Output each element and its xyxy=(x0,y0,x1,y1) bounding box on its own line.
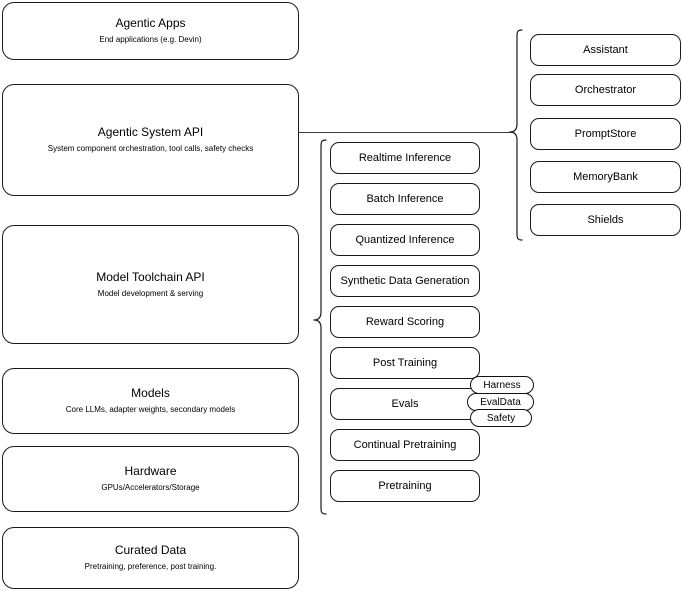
brace-system-components xyxy=(509,29,523,241)
eval-badge-label: EvalData xyxy=(480,396,521,408)
stack-layer-hardware[interactable]: Hardware GPUs/Accelerators/Storage xyxy=(2,446,299,512)
stack-layer-subtitle: End applications (e.g. Devin) xyxy=(99,35,202,44)
stack-layer-subtitle: Model development & serving xyxy=(97,288,204,298)
eval-badge-harness[interactable]: Harness xyxy=(470,376,534,394)
stack-layer-subtitle: System component orchestration, tool cal… xyxy=(47,144,254,153)
capability-label: Realtime Inference xyxy=(358,151,452,164)
capability-label: Evals xyxy=(391,397,419,410)
system-component-label: MemoryBank xyxy=(573,170,638,183)
stack-layer-subtitle: GPUs/Accelerators/Storage xyxy=(101,483,200,492)
capability-synthetic-data-generation[interactable]: Synthetic Data Generation xyxy=(330,265,480,297)
eval-badge-label: Harness xyxy=(483,379,521,391)
stack-layer-model-toolchain-api[interactable]: Model Toolchain API Model development & … xyxy=(2,225,299,344)
capability-pretraining[interactable]: Pretraining xyxy=(330,470,480,502)
system-component-label: Assistant xyxy=(583,43,628,56)
eval-badge-label: Safety xyxy=(486,412,516,424)
system-component-shields[interactable]: Shields xyxy=(530,204,681,236)
system-component-promptstore[interactable]: PromptStore xyxy=(530,118,681,150)
capability-label: Continual Pretraining xyxy=(353,438,457,451)
capability-batch-inference[interactable]: Batch Inference xyxy=(330,183,480,215)
system-component-memorybank[interactable]: MemoryBank xyxy=(530,161,681,193)
stack-layer-agentic-apps[interactable]: Agentic Apps End applications (e.g. Devi… xyxy=(2,2,299,60)
capability-label: Pretraining xyxy=(378,479,432,492)
capability-label: Synthetic Data Generation xyxy=(340,274,470,287)
stack-layer-title: Models xyxy=(131,386,170,400)
system-component-label: PromptStore xyxy=(574,127,637,140)
capability-realtime-inference[interactable]: Realtime Inference xyxy=(330,142,480,174)
eval-badge-safety[interactable]: Safety xyxy=(470,409,532,427)
stack-layer-subtitle: Core LLMs, adapter weights, secondary mo… xyxy=(65,405,236,414)
capability-label: Reward Scoring xyxy=(365,315,445,328)
stack-layer-title: Hardware xyxy=(124,464,177,478)
stack-layer-curated-data[interactable]: Curated Data Pretraining, preference, po… xyxy=(2,527,299,589)
capability-evals[interactable]: Evals xyxy=(330,388,480,420)
stack-layer-title: Agentic Apps xyxy=(115,16,186,30)
capability-label: Batch Inference xyxy=(366,192,444,205)
capability-reward-scoring[interactable]: Reward Scoring xyxy=(330,306,480,338)
capability-continual-pretraining[interactable]: Continual Pretraining xyxy=(330,429,480,461)
stack-layer-title: Agentic System API xyxy=(97,125,204,139)
capability-label: Quantized Inference xyxy=(355,233,455,246)
connector-system-api-to-components xyxy=(299,132,513,133)
brace-toolchain xyxy=(313,139,327,515)
stack-layer-subtitle: Pretraining, preference, post training. xyxy=(84,562,217,571)
system-component-label: Shields xyxy=(587,213,624,226)
system-component-assistant[interactable]: Assistant xyxy=(530,34,681,66)
stack-layer-models[interactable]: Models Core LLMs, adapter weights, secon… xyxy=(2,368,299,434)
capability-label: Post Training xyxy=(372,356,438,369)
system-component-label: Orchestrator xyxy=(574,83,637,96)
stack-layer-title: Curated Data xyxy=(114,543,187,557)
capability-quantized-inference[interactable]: Quantized Inference xyxy=(330,224,480,256)
stack-layer-title: Model Toolchain API xyxy=(96,269,205,284)
stack-layer-agentic-system-api[interactable]: Agentic System API System component orch… xyxy=(2,84,299,196)
capability-post-training[interactable]: Post Training xyxy=(330,347,480,379)
system-component-orchestrator[interactable]: Orchestrator xyxy=(530,74,681,106)
